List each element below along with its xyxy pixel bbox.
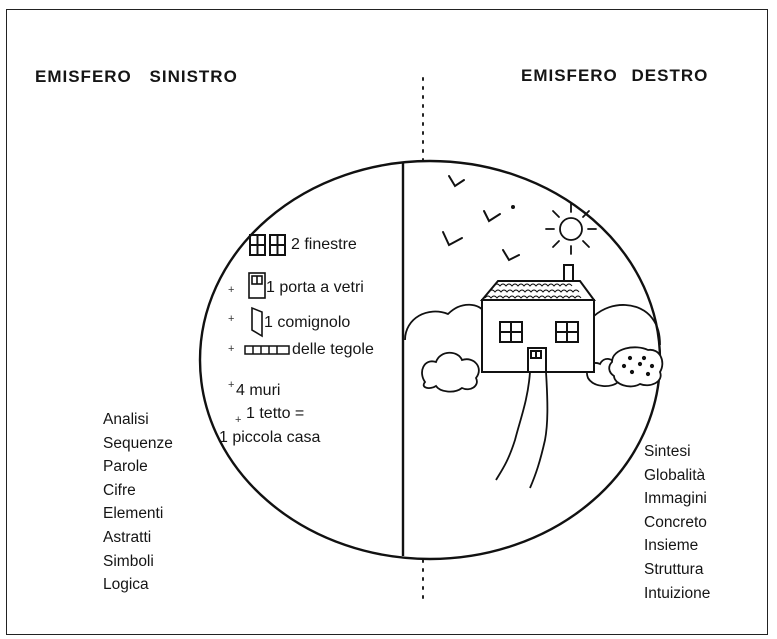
door-icon <box>248 272 266 299</box>
windows-label: 2 finestre <box>291 236 357 253</box>
right-hemisphere-heading: EMISFERO DESTRO <box>521 66 709 85</box>
tiles-label: delle tegole <box>292 341 374 358</box>
roof-label: 1 tetto = <box>246 405 305 422</box>
list-item: Parole <box>103 458 148 476</box>
house-icon <box>479 264 596 373</box>
list-item: Sequenze <box>103 434 173 452</box>
windows-icon <box>249 234 286 256</box>
list-item: Insieme <box>644 537 699 555</box>
list-item: Struttura <box>644 560 704 578</box>
house-total-label: 1 piccola casa <box>219 429 321 446</box>
list-item: Astratti <box>103 528 152 546</box>
plus-marker: + <box>228 343 235 355</box>
bushes-icon <box>421 346 664 393</box>
list-item: Logica <box>103 576 149 594</box>
list-item: Elementi <box>103 505 164 523</box>
plus-marker: + <box>228 284 235 296</box>
list-item: Simboli <box>103 552 154 570</box>
list-item: Intuizione <box>644 584 711 602</box>
hills-icon <box>404 303 661 346</box>
list-item: Analisi <box>103 411 149 428</box>
left-hemisphere-list: Analisi Sequenze Parole Cifre Elementi A… <box>103 408 173 597</box>
path-icon <box>495 371 549 489</box>
right-hemisphere-list: Sintesi Globalità Immagini Concreto Insi… <box>644 440 710 605</box>
plus-marker: + <box>235 414 242 426</box>
list-item: Concreto <box>644 513 707 531</box>
diagram-frame <box>6 9 768 635</box>
chimney-label: 1 comignolo <box>264 314 351 331</box>
walls-label: 4 muri <box>236 382 281 399</box>
list-item: Globalità <box>644 466 706 484</box>
chimney-icon <box>251 306 263 338</box>
plus-marker: + <box>228 379 235 391</box>
left-hemisphere-heading: EMISFERO SINISTRO <box>35 67 238 86</box>
sun-icon <box>545 203 597 255</box>
roof-tiles-pattern <box>484 283 582 299</box>
list-item: Sintesi <box>644 443 691 460</box>
list-item: Immagini <box>644 490 707 508</box>
birds-icon <box>442 175 520 262</box>
plus-marker: + <box>228 313 235 325</box>
tiles-icon <box>244 345 290 355</box>
door-label: 1 porta a vetri <box>266 279 364 296</box>
list-item: Cifre <box>103 481 136 499</box>
